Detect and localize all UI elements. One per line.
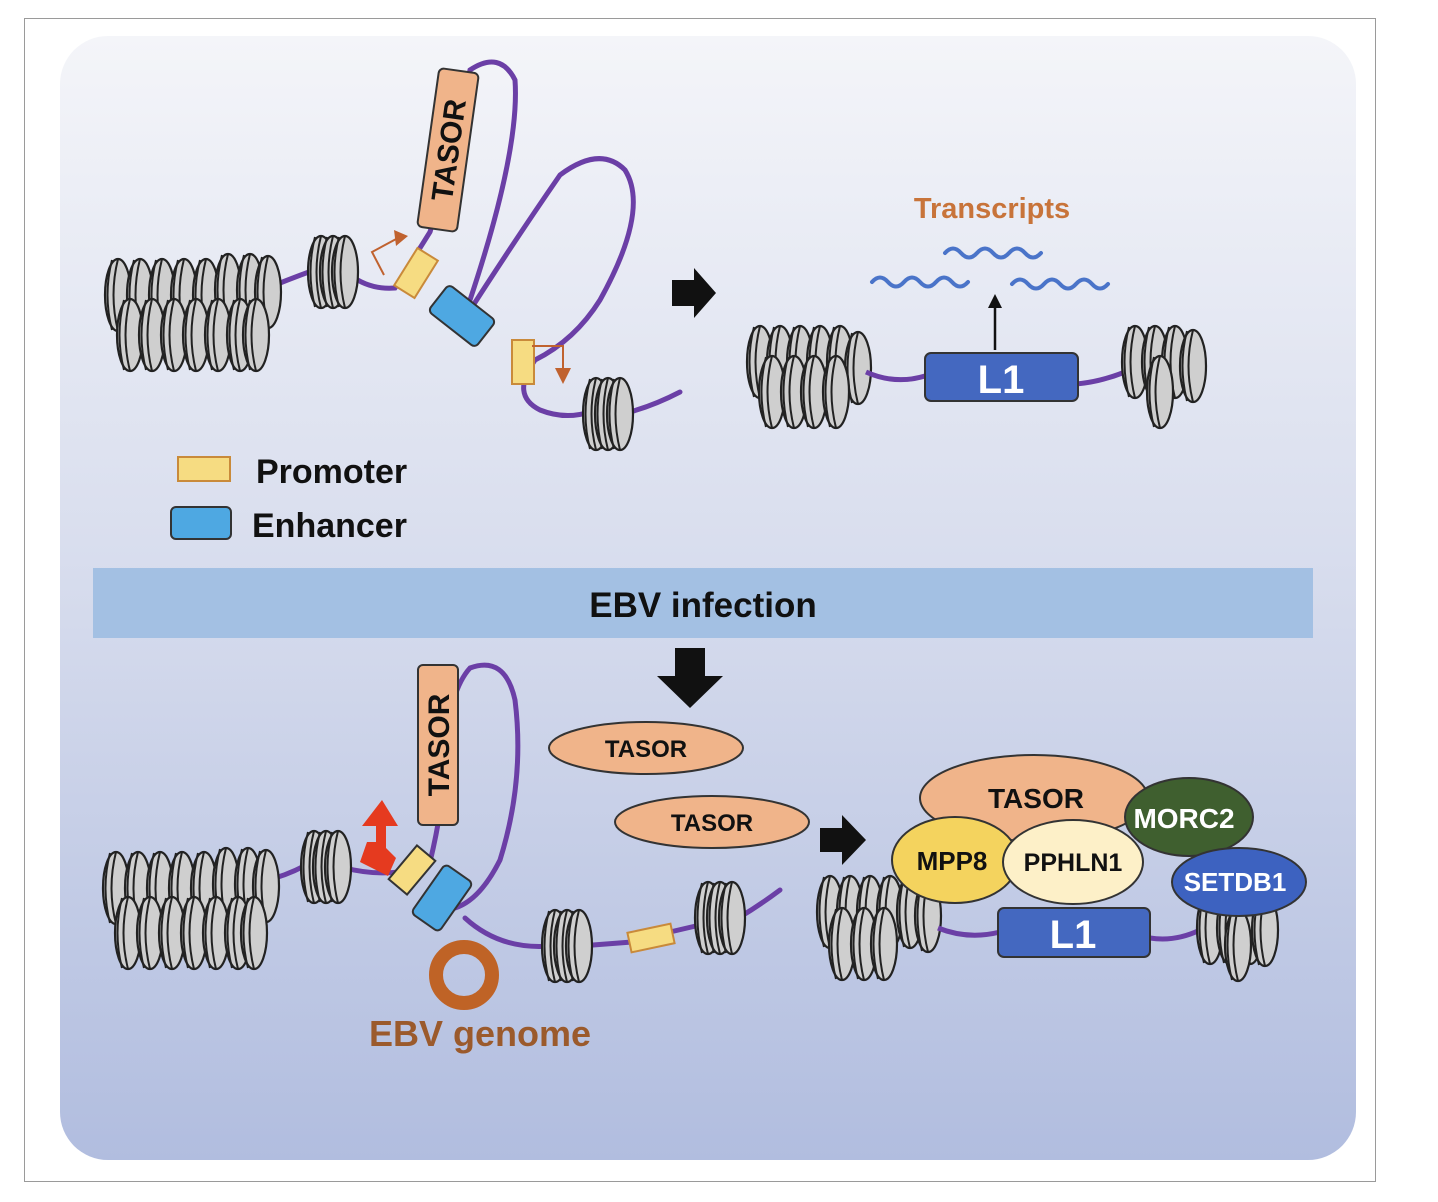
l1-label: L1: [978, 358, 1025, 402]
nucleosome-single: [308, 236, 358, 308]
transcription-start-arrow: [370, 237, 399, 276]
process-arrow: [820, 815, 866, 865]
top-panel: TASOR L1: [103, 59, 1208, 450]
tasor-protein: [548, 721, 744, 775]
tasor-complex-label: TASOR: [988, 783, 1084, 814]
promoter-element: [387, 844, 437, 896]
tasor-protein: [614, 795, 810, 849]
chromatin-strand: [272, 662, 783, 949]
nucleosome-cluster-right-a: [745, 324, 873, 430]
l1-element: [997, 907, 1151, 958]
activation-arrow: [360, 800, 398, 876]
promoter-element: [626, 922, 676, 954]
nucleosome-single: [301, 831, 351, 903]
transcript-wave: [943, 246, 1043, 260]
promoter-element: [392, 246, 440, 300]
legend-enhancer-label: Enhancer: [252, 507, 407, 545]
down-arrow: [657, 648, 723, 708]
enhancer-element: [428, 285, 496, 347]
enhancer-element: [411, 864, 473, 932]
transcripts-label: Transcripts: [914, 193, 1070, 225]
legend-promoter-swatch: [177, 456, 231, 482]
tasor-protein-label: TASOR: [605, 736, 687, 763]
setdb1-protein: [1171, 847, 1307, 917]
pphln1-protein: [1002, 819, 1144, 905]
bottom-panel: TASOR EBV genome TASOR TASOR: [101, 662, 1307, 1054]
tasor-gene-box: TASOR: [417, 664, 459, 826]
morc2-protein: [1124, 777, 1254, 857]
transcription-start-arrow: [532, 345, 564, 370]
tasor-gene-box: TASOR: [416, 67, 480, 233]
pphln1-label: PPHLN1: [1024, 849, 1123, 877]
legend: Promoter Enhancer: [170, 453, 407, 545]
transcript-wave: [1010, 277, 1110, 291]
nucleosome-single: [542, 910, 592, 982]
chromatin-strand: [272, 59, 683, 418]
morc2-label: MORC2: [1133, 803, 1234, 834]
nucleosome-cluster-left: [103, 252, 283, 373]
legend-promoter-label: Promoter: [256, 453, 407, 491]
ebv-infection-banner: EBV infection: [93, 568, 1313, 638]
hush-complex: TASOR MORC2 SETDB1 MPP8 PPHLN1: [891, 754, 1307, 917]
nucleosome-single: [583, 378, 633, 450]
ebv-genome-label: EBV genome: [369, 1013, 591, 1054]
promoter-element: [511, 339, 535, 385]
l1-element: [924, 352, 1079, 402]
tasor-gene-label: TASOR: [423, 693, 456, 796]
process-arrow: [672, 268, 716, 318]
l1-label: L1: [1050, 913, 1097, 957]
nucleosome-cluster-left: [101, 846, 281, 971]
nucleosome-single: [695, 882, 745, 954]
ebv-infection-label: EBV infection: [589, 586, 817, 625]
ebv-genome-ring: [429, 940, 499, 1010]
transcript-wave: [870, 275, 970, 289]
legend-enhancer-swatch: [170, 506, 232, 540]
mpp8-label: MPP8: [917, 846, 988, 876]
setdb1-label: SETDB1: [1184, 867, 1287, 897]
tasor-protein-label: TASOR: [671, 810, 753, 837]
nucleosome-cluster-right-b: [1120, 324, 1208, 430]
